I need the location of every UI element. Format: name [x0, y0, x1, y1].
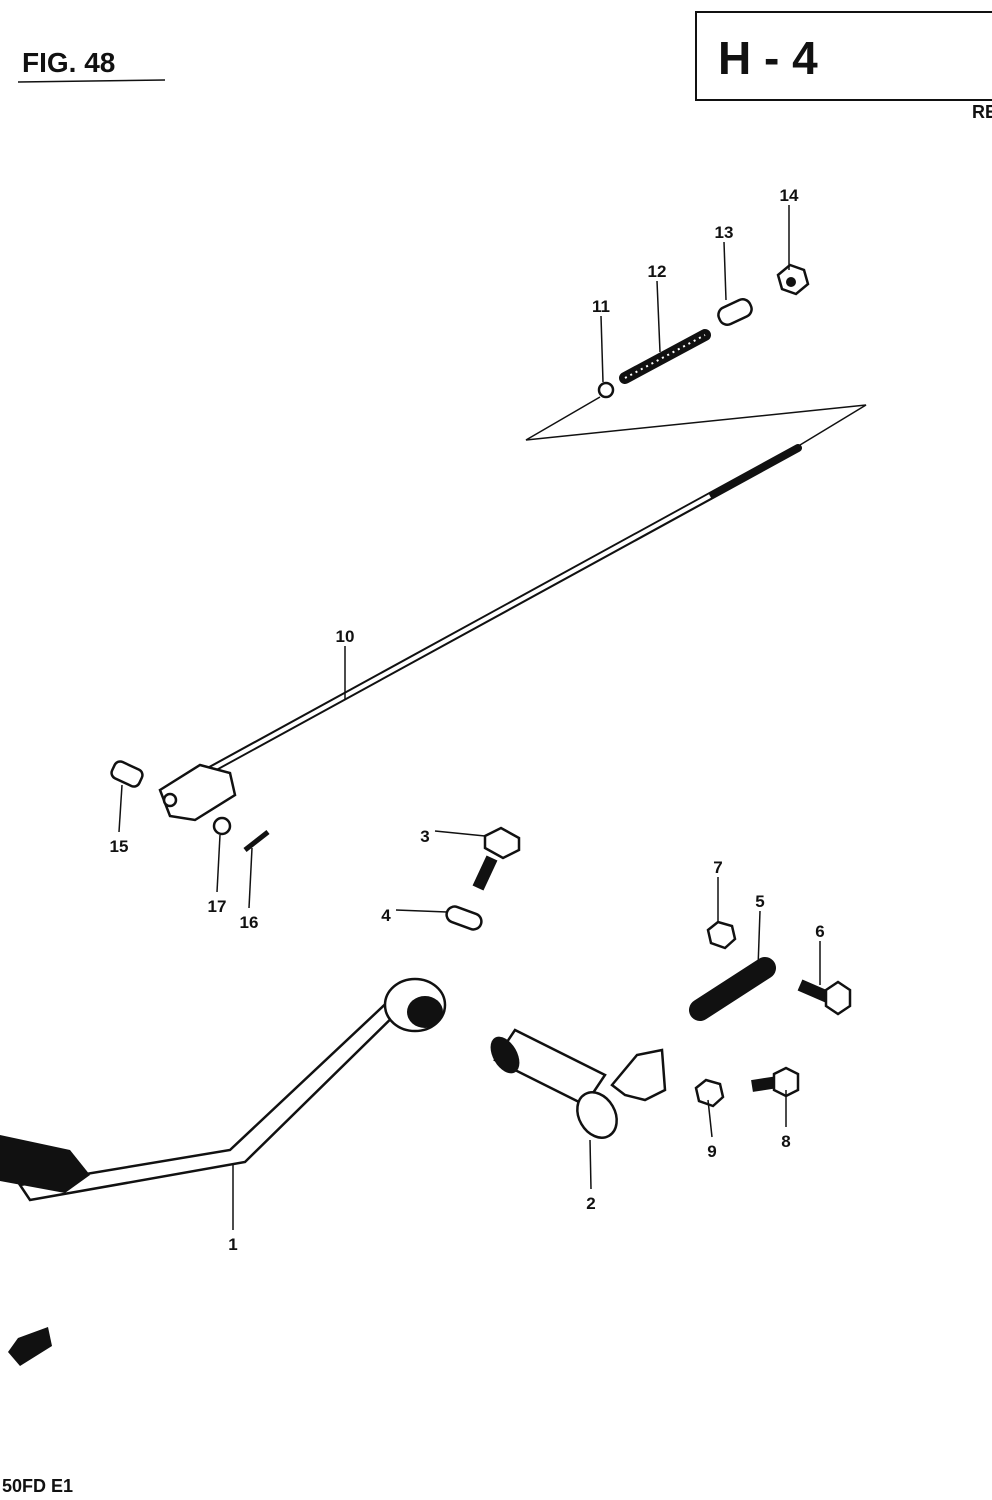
callout-6: 6	[815, 922, 824, 941]
callout-16: 16	[240, 913, 259, 932]
part-15-pin	[110, 760, 144, 788]
part-14-nut	[776, 263, 810, 296]
part-1-brake-pedal	[0, 977, 447, 1202]
callout-5: 5	[755, 892, 764, 911]
figure-underline	[17, 79, 166, 83]
assembly-bracket	[525, 396, 867, 446]
section-box	[695, 11, 992, 101]
figure-number: FIG. 48	[22, 47, 115, 78]
callout-11: 11	[592, 297, 610, 316]
part-12-threaded-rod	[619, 329, 711, 384]
front-arrow-icon	[8, 1327, 52, 1366]
section-code: H - 4	[718, 32, 818, 84]
part-7-nut	[706, 920, 737, 950]
part-17-washer	[212, 816, 232, 836]
callout-4: 4	[381, 906, 391, 925]
leader-lines	[118, 205, 821, 1230]
callout-7: 7	[713, 858, 722, 877]
part-4-nut	[445, 905, 483, 931]
part-5-spring	[689, 957, 776, 1021]
part-3-bolt	[472, 826, 521, 891]
callout-9: 9	[707, 1142, 716, 1161]
part-6-bolt	[797, 979, 852, 1016]
callout-1: 1	[228, 1235, 237, 1254]
callout-8: 8	[781, 1132, 790, 1151]
margin-text: RE	[972, 102, 992, 122]
callout-15: 15	[110, 837, 129, 856]
callout-17: 17	[208, 897, 227, 916]
part-16-cotter-pin	[243, 830, 270, 852]
part-13-joint	[717, 298, 753, 326]
callout-3: 3	[420, 827, 429, 846]
part-10-brake-rod	[158, 444, 802, 822]
callout-10: 10	[336, 627, 355, 646]
model-code: 50FD E1	[2, 1476, 73, 1496]
part-9-nut	[694, 1078, 725, 1108]
callout-13: 13	[715, 223, 734, 242]
part-11-washer	[597, 381, 615, 399]
callout-12: 12	[648, 262, 667, 281]
callout-14: 14	[780, 186, 799, 205]
part-8-bolt	[751, 1066, 800, 1098]
callout-2: 2	[586, 1194, 595, 1213]
part-2-shaft	[490, 1028, 667, 1139]
